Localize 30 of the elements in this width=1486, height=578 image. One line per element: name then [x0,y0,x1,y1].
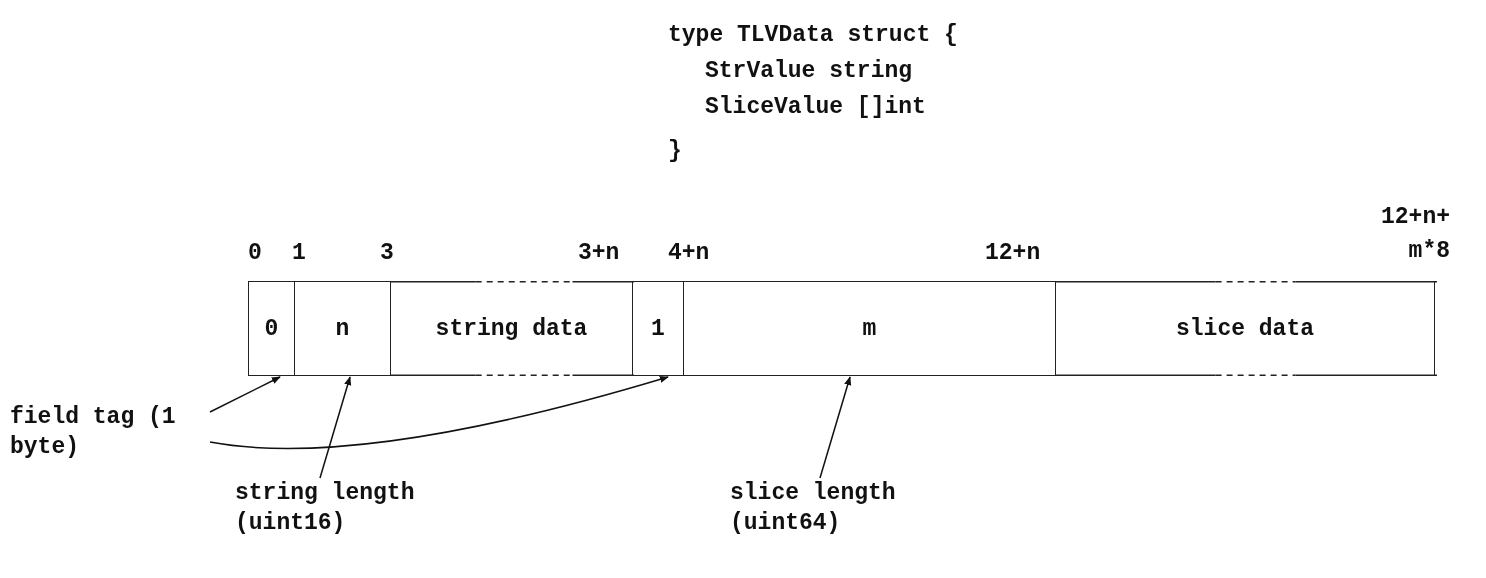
code-line: } [668,137,682,166]
offset-label: 0 [248,239,262,268]
offset-label: 3+n [578,239,620,268]
offset-label: 1 [292,239,306,268]
cell-value: m [862,315,877,342]
offset-label: 12+n [985,239,1041,268]
memory-cell [683,281,1055,376]
callout-text: field tag (1 byte) [10,402,210,462]
offset-label: 12+n+ m*8 [1380,203,1450,266]
offset-label: 3 [380,239,394,268]
memory-cell [1055,281,1435,376]
memory-cell [294,281,390,376]
leader-arrow [209,375,669,450]
memory-cell [248,281,294,376]
memory-cell [632,281,683,376]
leader-arrow [819,376,852,479]
callout-text: slice length (uint64) [730,478,990,538]
cell-value: 1 [651,315,665,342]
code-line: SliceValue []int [705,93,926,122]
code-line: StrValue string [705,57,913,86]
leader-arrow [319,376,352,479]
memory-cell [390,281,632,376]
cell-value: n [335,315,350,342]
offset-label: 4+n [668,239,710,268]
cell-value: slice data [1176,315,1314,342]
leader-arrow [209,376,281,413]
callout-text: string length (uint16) [235,478,505,538]
code-line: type TLVData struct { [668,21,958,50]
cell-value: 0 [264,315,279,342]
cell-value: string data [435,315,588,342]
